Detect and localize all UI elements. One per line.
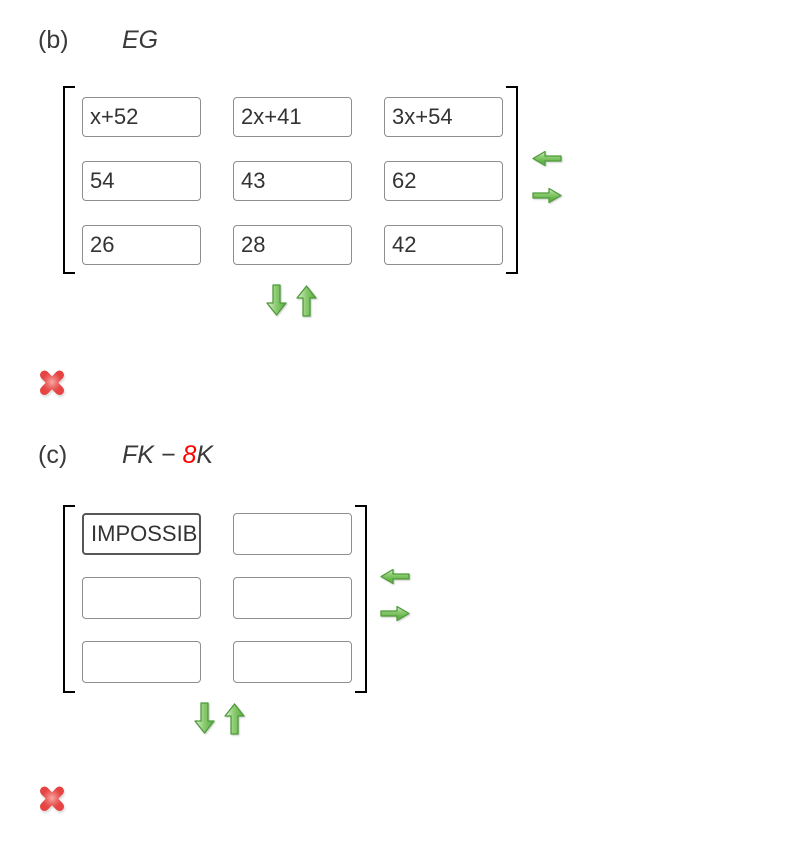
matrix-cell-input[interactable] (233, 161, 352, 201)
matrix-cell-input[interactable] (384, 225, 503, 265)
down-arrow-icon (266, 284, 287, 320)
part-b-header: (b) EG (38, 26, 158, 58)
matrix-b (63, 86, 518, 274)
matrix-cell-input[interactable] (233, 97, 352, 137)
left-arrow-icon (531, 150, 563, 170)
expression-text: K (196, 441, 214, 469)
add-row-button[interactable] (266, 284, 287, 317)
matrix-cell-input[interactable] (384, 161, 503, 201)
down-arrow-icon (194, 702, 215, 738)
add-row-button[interactable] (194, 702, 215, 735)
matrix-left-bracket (63, 86, 75, 274)
up-arrow-icon (296, 285, 317, 320)
matrix-right-bracket (506, 86, 518, 274)
expression: EG (122, 26, 158, 55)
matrix-cell-input[interactable] (233, 513, 352, 555)
expression-highlight: 8 (182, 441, 197, 469)
matrix-cell-input[interactable] (82, 641, 201, 683)
matrix-cell-input[interactable] (233, 641, 352, 683)
add-column-button[interactable] (379, 605, 411, 622)
remove-row-button[interactable] (224, 702, 245, 735)
matrix-cell-input[interactable] (82, 513, 201, 555)
left-arrow-icon (379, 568, 411, 588)
add-column-button[interactable] (531, 187, 563, 204)
remove-column-button[interactable] (531, 150, 563, 167)
matrix-cell-input[interactable] (233, 225, 352, 265)
incorrect-red-x-icon (38, 784, 66, 818)
incorrect-red-x-icon (38, 368, 66, 402)
matrix-left-bracket (63, 505, 75, 693)
matrix-cells (82, 513, 352, 683)
matrix-cell-input[interactable] (384, 97, 503, 137)
right-arrow-icon (379, 605, 411, 625)
part-label: (c) (38, 441, 68, 469)
expression: FK − 8K (122, 441, 213, 470)
expression-text: EG (122, 26, 159, 54)
matrix-right-bracket (355, 505, 367, 693)
matrix-c (63, 505, 367, 693)
part-c-header: (c) FK − 8K (38, 441, 213, 473)
remove-column-button[interactable] (379, 568, 411, 585)
matrix-cells (82, 97, 503, 265)
matrix-cell-input[interactable] (233, 577, 352, 619)
matrix-cell-input[interactable] (82, 577, 201, 619)
part-label: (b) (38, 26, 69, 54)
matrix-cell-input[interactable] (82, 225, 201, 265)
matrix-cell-input[interactable] (82, 161, 201, 201)
up-arrow-icon (224, 703, 245, 738)
matrix-cell-input[interactable] (82, 97, 201, 137)
expression-text: FK − (122, 441, 183, 469)
right-arrow-icon (531, 187, 563, 207)
remove-row-button[interactable] (296, 284, 317, 317)
